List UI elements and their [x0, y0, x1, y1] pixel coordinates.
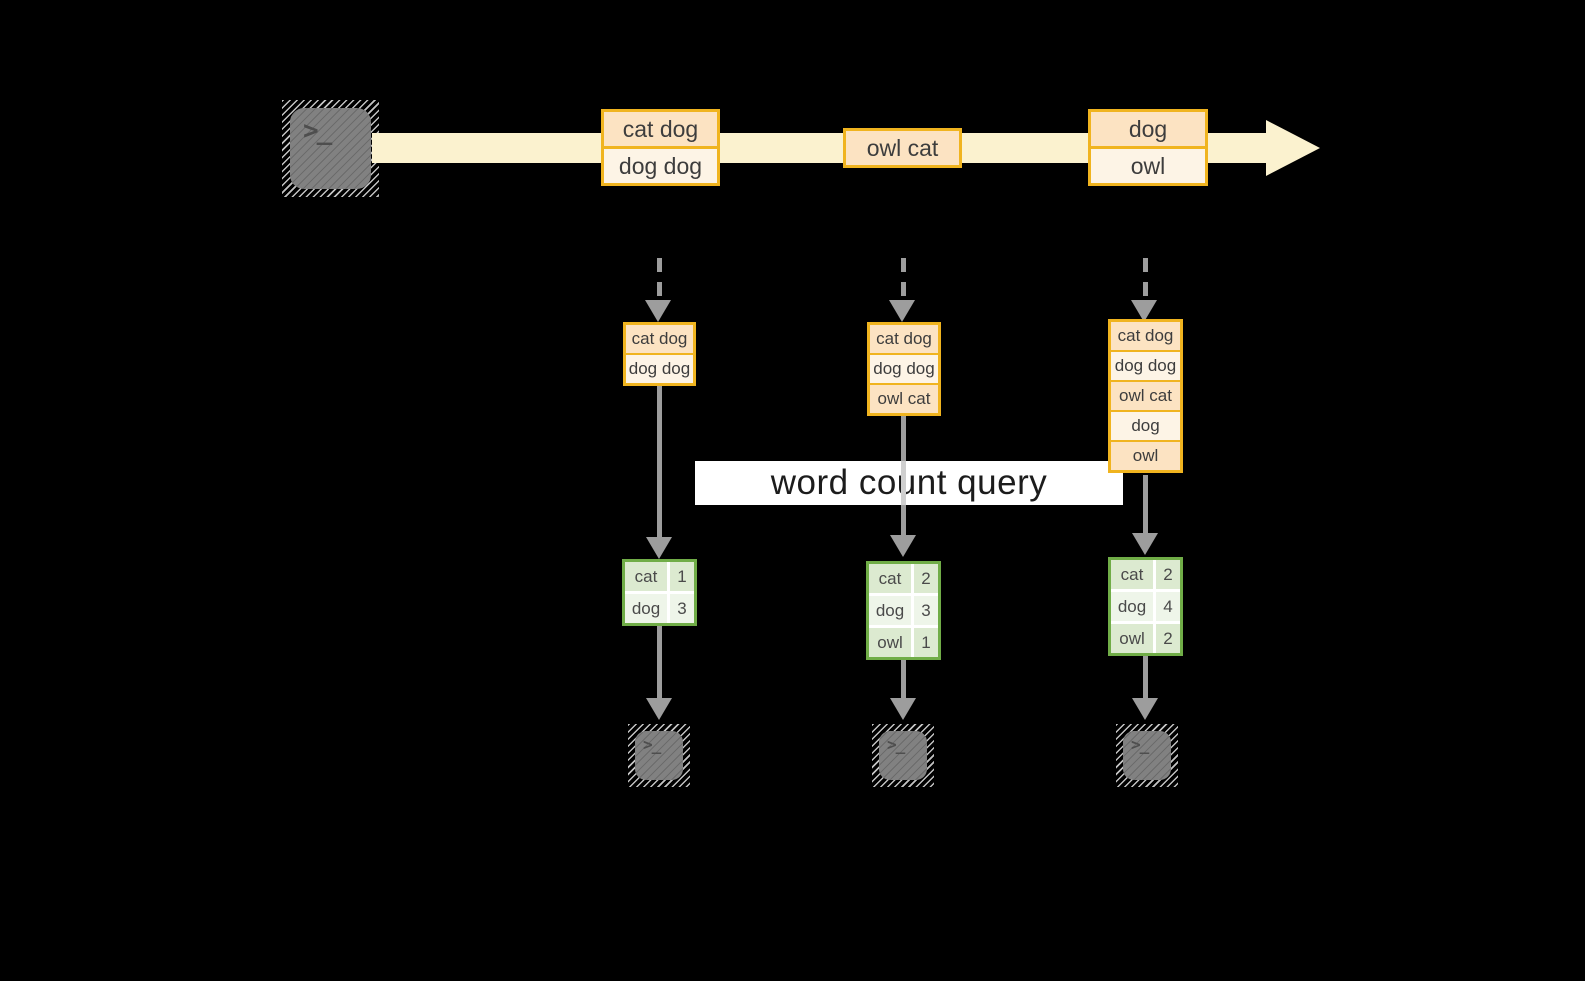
output-arrowhead-icon-2	[890, 698, 916, 720]
query-banner-label: word count query	[770, 463, 1048, 502]
result-count-cell: 1	[914, 628, 938, 657]
terminal-input-body: >_	[290, 108, 371, 189]
accumulated-line: dog dog	[626, 353, 693, 383]
result-word-cell: owl	[1111, 624, 1153, 653]
accumulated-line: cat dog	[1111, 322, 1180, 350]
result-count-cell: 3	[670, 594, 694, 623]
result-count-cell: 3	[914, 596, 938, 625]
terminal-output-icon-3: >_	[1116, 724, 1178, 787]
output-arrow-2	[901, 659, 906, 698]
result-word-cell: dog	[625, 594, 667, 623]
output-arrow-1	[657, 625, 662, 698]
ingest-arrowhead-icon-1	[645, 300, 671, 322]
stream-event-line: cat dog	[604, 112, 717, 146]
terminal-output-body: >_	[1123, 731, 1171, 780]
stream-event-line: dog dog	[604, 146, 717, 183]
result-count-cell: 4	[1156, 592, 1180, 621]
stream-event-line: owl	[1091, 146, 1205, 183]
ingest-arrowhead-icon-2	[889, 300, 915, 322]
result-count-cell: 2	[914, 564, 938, 593]
stream-event-line: dog	[1091, 112, 1205, 146]
accumulated-input-1: cat dog dog dog	[623, 322, 696, 386]
ingest-dashed-arrow-2	[901, 258, 906, 302]
output-arrowhead-icon-3	[1132, 698, 1158, 720]
result-table-1: cat 1 dog 3	[622, 559, 697, 626]
ingest-arrowhead-icon-3	[1131, 300, 1157, 322]
query-banner-arrow-overlay	[901, 461, 906, 505]
terminal-output-body: >_	[635, 731, 683, 780]
query-arrow-1	[657, 385, 662, 537]
accumulated-line: owl cat	[870, 383, 938, 413]
accumulated-line: dog	[1111, 410, 1180, 440]
query-arrowhead-icon-2	[890, 535, 916, 557]
result-count-cell: 2	[1156, 624, 1180, 653]
terminal-output-body: >_	[879, 731, 927, 780]
terminal-prompt-glyph: >_	[303, 116, 332, 146]
accumulated-line: dog dog	[870, 353, 938, 383]
result-count-cell: 1	[670, 562, 694, 591]
result-word-cell: dog	[869, 596, 911, 625]
terminal-prompt-glyph: >_	[643, 735, 661, 754]
accumulated-line: owl	[1111, 440, 1180, 470]
accumulated-input-2: cat dog dog dog owl cat	[867, 322, 941, 416]
result-word-cell: cat	[869, 564, 911, 593]
output-arrow-3	[1143, 655, 1148, 698]
output-arrowhead-icon-1	[646, 698, 672, 720]
accumulated-line: dog dog	[1111, 350, 1180, 380]
accumulated-input-3: cat dog dog dog owl cat dog owl	[1108, 319, 1183, 473]
query-arrowhead-icon-1	[646, 537, 672, 559]
result-word-cell: cat	[625, 562, 667, 591]
result-table-2: cat 2 dog 3 owl 1	[866, 561, 941, 660]
accumulated-line: owl cat	[1111, 380, 1180, 410]
result-table-3: cat 2 dog 4 owl 2	[1108, 557, 1183, 656]
ingest-dashed-arrow-3	[1143, 258, 1148, 302]
result-count-cell: 2	[1156, 560, 1180, 589]
result-word-cell: cat	[1111, 560, 1153, 589]
query-arrow-3	[1143, 475, 1148, 533]
accumulated-line: cat dog	[626, 325, 693, 353]
accumulated-line: cat dog	[870, 325, 938, 353]
stream-event-batch-3: dog owl	[1088, 109, 1208, 186]
query-arrowhead-icon-3	[1132, 533, 1158, 555]
terminal-output-icon-2: >_	[872, 724, 934, 787]
stream-arrowhead-icon	[1266, 120, 1320, 176]
stream-event-batch-2: owl cat	[843, 128, 962, 168]
query-banner: word count query	[695, 461, 1123, 505]
terminal-prompt-glyph: >_	[887, 735, 905, 754]
stream-event-line: owl cat	[846, 131, 959, 165]
terminal-prompt-glyph: >_	[1131, 735, 1149, 754]
stream-event-batch-1: cat dog dog dog	[601, 109, 720, 186]
ingest-dashed-arrow-1	[657, 258, 662, 302]
terminal-output-icon-1: >_	[628, 724, 690, 787]
terminal-input-icon: >_	[282, 100, 379, 197]
result-word-cell: owl	[869, 628, 911, 657]
result-word-cell: dog	[1111, 592, 1153, 621]
